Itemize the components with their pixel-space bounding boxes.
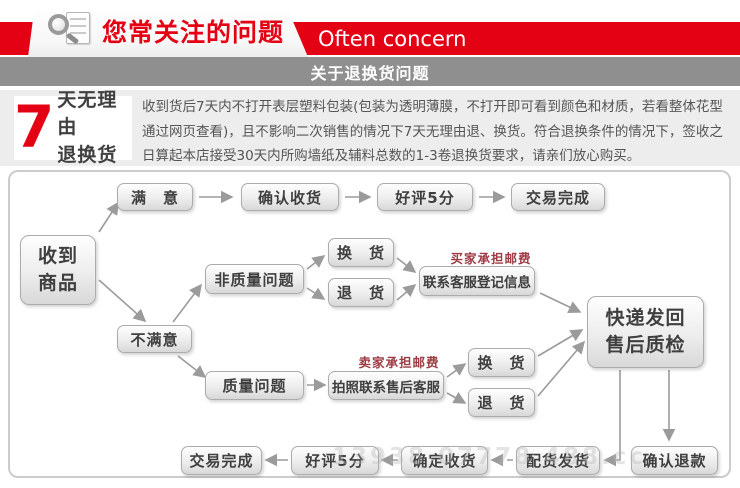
node-received-goods: 收到 商品 (20, 235, 96, 305)
node-deal-done-2: 交易完成 (181, 446, 262, 475)
node-distribute-ship: 配货发货 (516, 446, 600, 475)
node-praise-5-2: 好评5分 (291, 446, 379, 475)
node-return-a: 退 货 (328, 278, 394, 307)
node-confirm-receipt-2: 确定收货 (401, 446, 488, 475)
node-praise-5: 好评5分 (377, 183, 473, 211)
policy-line2: 退换货 (57, 143, 118, 166)
flow-arrows (98, 190, 676, 467)
node-exchange-b: 换 货 (468, 348, 535, 377)
header-title-cn: 您常关注的问题 (102, 17, 285, 47)
buyer-postage-label: 买家承担邮费 (450, 251, 532, 266)
section-bar-title: 关于退换货问题 (310, 63, 430, 83)
node-confirm-receipt: 确认收货 (241, 183, 339, 211)
policy-line1: 天无理由 (57, 88, 118, 139)
node-exchange-a: 换 货 (328, 238, 394, 267)
policy-big-number: 7 (14, 93, 55, 162)
header-title-en: Often concern (318, 26, 467, 51)
node-return-b: 退 货 (468, 388, 535, 417)
section-bar: 关于退换货问题 (0, 57, 740, 86)
node-confirm-refund: 确认退款 (631, 446, 718, 475)
node-quality-issue: 质量问题 (205, 371, 304, 400)
node-non-quality-issue: 非质量问题 (205, 264, 304, 294)
node-photo-aftersales: 拍照联系售后客服 (328, 371, 444, 400)
policy-strip: 7 天无理由 退换货 收到货后7天内不打开表层塑料包装(包装为透明薄膜，不打开即… (0, 89, 740, 166)
node-satisfied: 满 意 (117, 183, 193, 211)
seller-postage-label: 卖家承担邮费 (358, 355, 440, 370)
flowchart: 收到 商品 满 意 确认收货 好评5分 交易完成 不满意 非质量问题 换 货 退… (8, 170, 731, 478)
node-express-back-qc: 快递发回 售后质检 (587, 296, 704, 368)
node-contact-customer-service: 联系客服登记信息 (419, 266, 535, 296)
policy-description: 收到货后7天内不打开表层塑料包装(包装为透明薄膜，不打开即可看到颜色和材质，若看… (142, 99, 723, 164)
node-dissatisfied: 不满意 (117, 325, 192, 353)
policy-badge: 7 天无理由 退换货 (14, 89, 132, 166)
magnifier-document-icon (48, 10, 92, 52)
header-ribbon: 您常关注的问题 (28, 4, 308, 57)
node-deal-done: 交易完成 (511, 183, 605, 211)
